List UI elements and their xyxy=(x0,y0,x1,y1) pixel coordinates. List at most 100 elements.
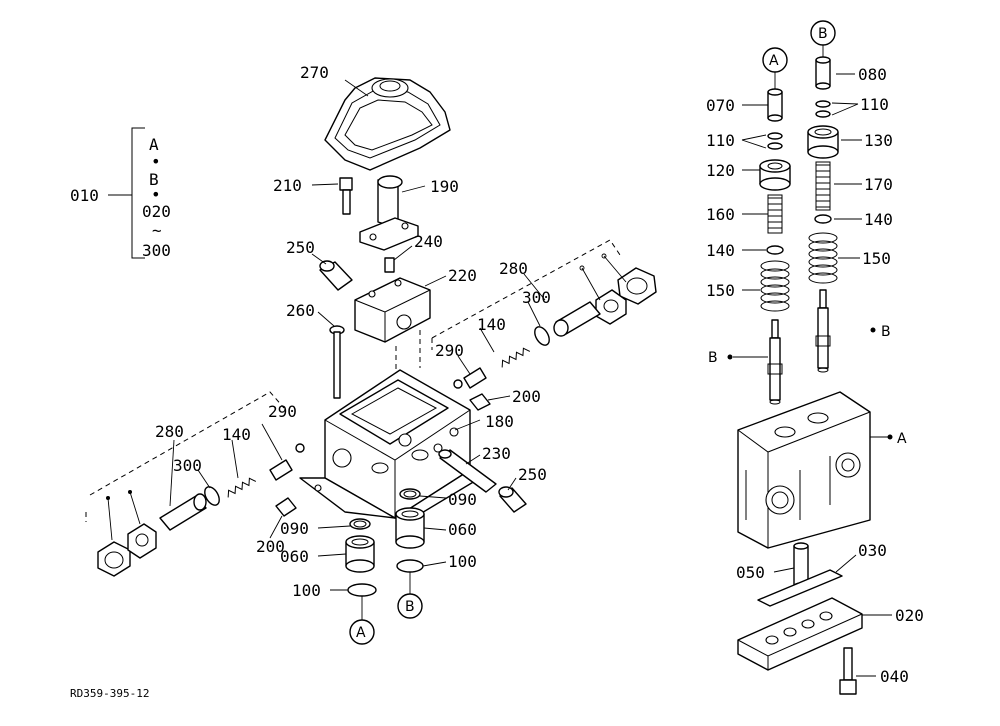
gasket-part-030 xyxy=(757,569,843,607)
guide-block-part-220 xyxy=(354,277,431,343)
valve-housing-right xyxy=(737,391,871,549)
washer-part-140-right xyxy=(814,214,832,224)
spring-part-170 xyxy=(816,164,830,208)
leader-300-lower xyxy=(197,469,211,489)
drawing-id: RD359-395-12 xyxy=(70,687,149,700)
ref-label-a-right: A xyxy=(897,431,907,447)
plug-part-200-lower xyxy=(275,497,297,517)
right-assembly: A B 070 080 110 110 xyxy=(706,20,924,695)
leader-240 xyxy=(393,245,413,261)
lever-base-part-190 xyxy=(359,175,419,251)
washer-part-110-left-1 xyxy=(767,132,783,140)
fitting-lower xyxy=(159,493,207,531)
legend-separator-2: • xyxy=(151,185,161,204)
callout-240: 240 xyxy=(414,232,443,251)
legend-separator-1: • xyxy=(151,152,161,171)
ref-label-b-left: B xyxy=(708,350,718,366)
plug-part-200-upper xyxy=(469,393,491,411)
leader-dot-lower-2 xyxy=(129,491,141,525)
callout-260: 260 xyxy=(286,301,315,320)
callout-160: 160 xyxy=(706,205,735,224)
callout-110-right: 110 xyxy=(860,95,889,114)
callout-110-left: 110 xyxy=(706,131,735,150)
upper-right-dashed-frame xyxy=(431,239,623,339)
callout-060-b: 060 xyxy=(448,520,477,539)
leader-190 xyxy=(401,185,426,193)
leader-110-left-1 xyxy=(741,134,767,141)
push-rod-left xyxy=(767,319,783,405)
ref-label-b-right: B xyxy=(881,324,891,340)
oring-part-300-upper xyxy=(534,326,550,346)
leader-100-b xyxy=(422,561,447,567)
ball-part-290-lower xyxy=(295,443,305,453)
ref-label-b-top: B xyxy=(818,26,828,42)
callout-150-right: 150 xyxy=(862,249,891,268)
leader-140-lower xyxy=(231,439,239,479)
legend-item-b: B xyxy=(149,170,159,189)
callout-210: 210 xyxy=(273,176,302,195)
pin-part-250-lower xyxy=(498,486,527,513)
spring-part-160-outline xyxy=(767,194,783,234)
ref-label-a-bottom: A xyxy=(356,625,366,641)
leader-200-lower xyxy=(269,515,283,539)
callout-140-upper: 140 xyxy=(477,315,506,334)
leader-060-a xyxy=(317,553,347,557)
leader-220 xyxy=(424,275,447,287)
callout-070: 070 xyxy=(706,96,735,115)
leader-270 xyxy=(344,79,369,97)
callout-170: 170 xyxy=(864,175,893,194)
long-bolt-part-260 xyxy=(329,325,345,399)
callout-180: 180 xyxy=(485,412,514,431)
spring-part-140-upper xyxy=(501,347,531,368)
pin-part-070 xyxy=(767,88,783,122)
washer-part-110-right-1 xyxy=(815,100,831,108)
callout-020: 020 xyxy=(895,606,924,625)
callout-090-a: 090 xyxy=(280,519,309,538)
callout-250-upper: 250 xyxy=(286,238,315,257)
legend-item-a: A xyxy=(149,135,159,154)
callout-120: 120 xyxy=(706,161,735,180)
leader-090-a xyxy=(317,525,351,529)
washer-part-110-right-2 xyxy=(815,110,831,118)
callout-190: 190 xyxy=(430,177,459,196)
retainer-part-130 xyxy=(807,125,839,159)
push-rod-right xyxy=(815,289,831,373)
leader-050 xyxy=(773,567,795,573)
callout-300-lower: 300 xyxy=(173,456,202,475)
center-assembly: 270 190 210 250 240 xyxy=(85,63,657,645)
pin-part-250-upper xyxy=(319,260,353,291)
legend-main-part: 010 xyxy=(70,186,99,205)
pin-part-080 xyxy=(815,56,831,90)
leader-290-lower xyxy=(261,423,283,461)
callout-100-a: 100 xyxy=(292,581,321,600)
callout-290-upper: 290 xyxy=(435,341,464,360)
callout-050: 050 xyxy=(736,563,765,582)
legend-item-300: 300 xyxy=(142,241,171,260)
callout-200-upper: 200 xyxy=(512,387,541,406)
callout-140-left: 140 xyxy=(706,241,735,260)
leader-110-right-1 xyxy=(831,102,859,105)
leader-260 xyxy=(317,311,335,327)
callout-230: 230 xyxy=(482,444,511,463)
ref-dot-upper-1 xyxy=(579,265,585,271)
plug-nut-part-280-lower xyxy=(97,541,131,577)
callout-040: 040 xyxy=(880,667,909,686)
ball-part-290-upper xyxy=(453,379,463,389)
leader-090-b xyxy=(419,495,447,499)
leader-180 xyxy=(454,419,481,431)
stack-a xyxy=(345,518,377,597)
stack-b xyxy=(395,488,425,573)
legend-item-020: 020 xyxy=(142,202,171,221)
lower-left-dashed-frame xyxy=(89,391,285,496)
callout-290-lower: 290 xyxy=(268,402,297,421)
plate-part-020 xyxy=(737,597,863,671)
callout-200-lower: 200 xyxy=(256,537,285,556)
set-screw-part-240 xyxy=(384,257,395,273)
callout-150-left: 150 xyxy=(706,281,735,300)
leader-250-lower xyxy=(507,477,517,491)
callout-100-b: 100 xyxy=(448,552,477,571)
retainer-part-120 xyxy=(759,159,791,191)
callout-130: 130 xyxy=(864,131,893,150)
